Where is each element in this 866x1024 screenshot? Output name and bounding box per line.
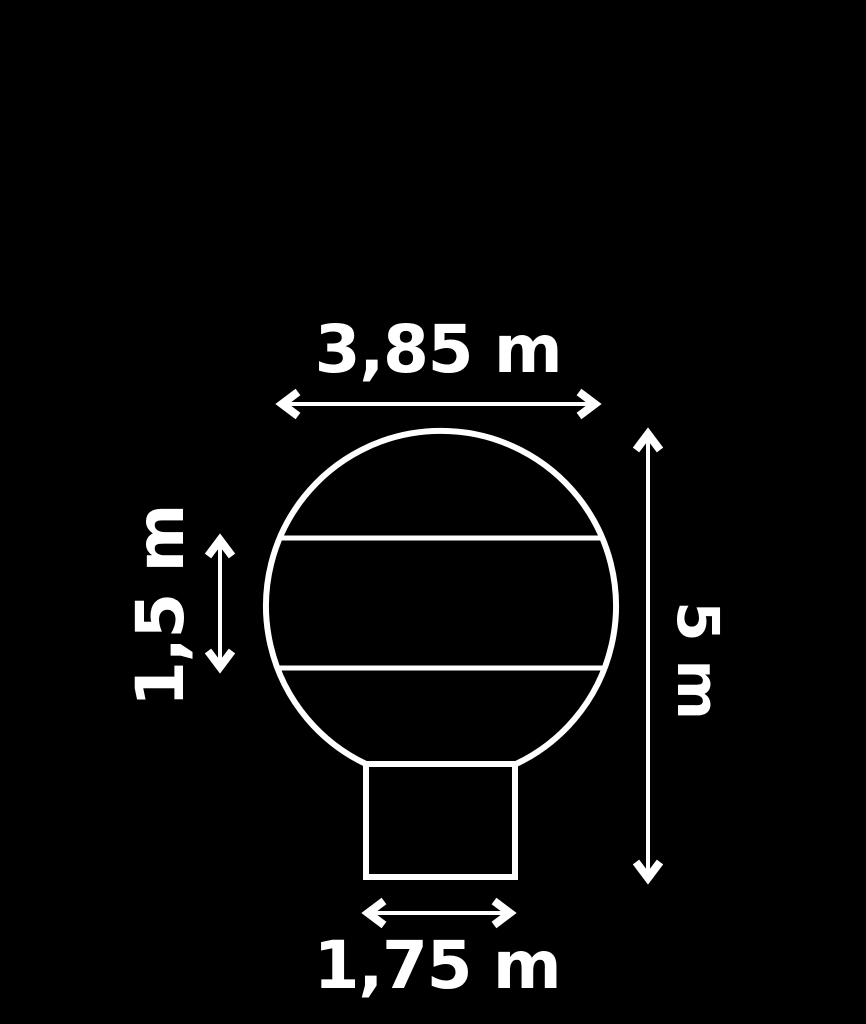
arrowhead-right-icon [576, 388, 602, 420]
arrowhead-left-icon [275, 388, 301, 420]
dimension-arrow-top-width [275, 388, 602, 420]
dimension-label-base-width: 1,75 m [313, 927, 562, 1004]
dimension-label-stripe-height: 1,5 m [122, 504, 199, 708]
dimension-arrow-total-height [632, 427, 664, 885]
arrowhead-down-icon [204, 648, 236, 674]
dimension-arrow-stripe-height [204, 533, 236, 674]
basket-outline [363, 761, 518, 880]
dimension-arrow-base-width [361, 897, 517, 929]
arrowhead-right-icon [491, 897, 517, 929]
arrowhead-left-icon [361, 897, 387, 929]
arrowhead-up-icon [204, 533, 236, 559]
arrowhead-up-icon [632, 427, 664, 453]
balloon-outline [263, 427, 619, 767]
arrowhead-down-icon [632, 859, 664, 885]
dimension-label-total-height: 5 m [664, 601, 732, 719]
dimension-label-top-width: 3,85 m [314, 311, 563, 388]
